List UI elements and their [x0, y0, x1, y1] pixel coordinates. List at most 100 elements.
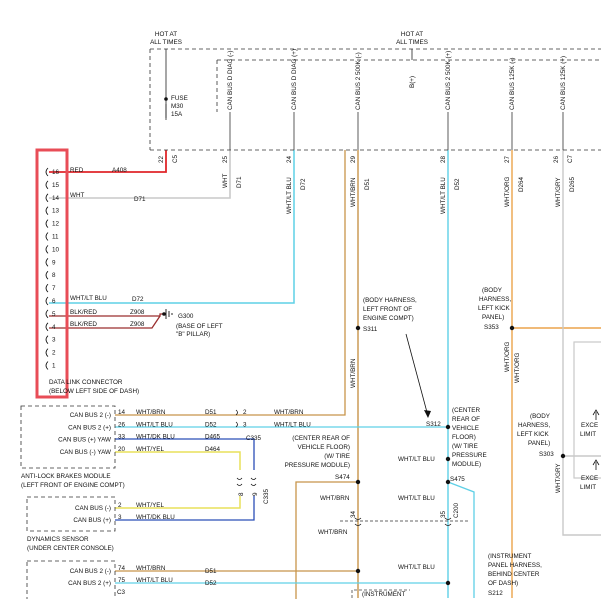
wire-wht-d71 — [49, 150, 231, 199]
s303-line1: (BODY — [530, 413, 551, 420]
dlc-d71: D71 — [134, 196, 146, 203]
ground-icon — [165, 309, 173, 319]
hot-left-line1: HOT AT — [155, 31, 177, 38]
cr-line4: FLOOR) — [452, 434, 476, 441]
dlc-pin-number: 15 — [52, 182, 60, 189]
vlabel-wht-lt-blu-b: WHT/LT BLU — [440, 177, 447, 214]
dlc-name-1: DATA LINK CONNECTOR — [49, 379, 123, 386]
top-label-diag-neg: CAN BUS D DIAG (-) — [227, 51, 234, 110]
abs-c335-side: C335 — [263, 488, 270, 504]
s475-dot — [445, 479, 451, 485]
abs-wire-d51 — [115, 150, 346, 416]
abs-row-label: CAN BUS (+) YAW — [58, 437, 111, 444]
cr-line1: (CENTER — [452, 407, 480, 414]
center-pin-34: 34 — [350, 510, 357, 518]
dlc-pin-number: 2 — [52, 350, 56, 357]
instrument-box-line — [351, 589, 410, 598]
s353-dot — [509, 325, 515, 331]
abs-row-color: WHT/BRN — [136, 409, 166, 416]
abs-name-1: ANTI-LOCK BRAKES MODULE — [21, 473, 111, 480]
dyn-row-color: WHT/YEL — [136, 502, 164, 509]
dyn-row-label: CAN BUS (-) — [75, 505, 111, 512]
abs-name-2: (LEFT FRONT OF ENGINE COMPT) — [21, 482, 125, 489]
abs-module-box — [20, 405, 116, 469]
bottom-row-circuit: D52 — [205, 580, 217, 587]
exce2-line1: EXCE — [581, 475, 598, 482]
vlabel-wht-org: WHT/ORG — [504, 176, 511, 207]
abs-wire-d464 — [115, 451, 241, 470]
dlc-pin-terminal — [45, 245, 49, 254]
dlc-pin-terminal — [45, 193, 49, 203]
abs-row-label: CAN BUS 2 (+) — [68, 424, 111, 431]
dlc-pin-number: 13 — [52, 208, 60, 215]
fuse-15a: 15A — [171, 111, 183, 118]
abs-row-circuit: D52 — [205, 421, 217, 428]
center-wht-lt-blu-1: WHT/LT BLU — [398, 456, 435, 463]
abs-row-pin: 26 — [118, 421, 126, 428]
bottom-row-label: CAN BUS 2 (-) — [70, 568, 111, 575]
abs-row-color: WHT/YEL — [136, 446, 164, 453]
dlc-pin-terminal — [45, 180, 49, 190]
top-pin-24: 24 — [286, 155, 293, 163]
center-wht-brn-2: WHT/BRN — [318, 529, 348, 536]
s311-dot — [355, 325, 361, 331]
vlabel-wht: WHT — [222, 174, 229, 188]
abs-row-label: CAN BUS (-) YAW — [60, 449, 111, 456]
s312-label: S312 — [426, 421, 441, 428]
ground-pillar: "B" PILLAR) — [176, 331, 210, 338]
ground-dot — [162, 312, 166, 316]
s353-label: S353 — [484, 324, 499, 331]
top-pin-c5: C5 — [172, 154, 179, 163]
s474-line4: PRESSURE MODULE) — [285, 462, 350, 469]
c335-connector — [235, 409, 257, 486]
dlc-blk-red-2: BLK/RED — [70, 321, 97, 328]
s212-label: S212 — [488, 590, 503, 597]
fuse-m30: M30 — [171, 103, 184, 110]
top-pin-c7: C7 — [567, 154, 574, 163]
dlc-pin-number: 3 — [52, 337, 56, 344]
s212-line2: PANEL HARNESS, — [488, 562, 542, 569]
c200-connector — [354, 517, 452, 526]
dyn-row-label: CAN BUS (+) — [73, 517, 111, 524]
wire-s474-branch — [295, 481, 358, 599]
vlabel-wht-org-2: WHT/ORG — [504, 341, 511, 372]
dlc-pin-terminal — [45, 361, 49, 370]
cr-line5: (W/ TIRE — [452, 443, 478, 450]
exce1-line2: LIMIT — [580, 431, 596, 438]
exce2-line2: LIMIT — [580, 484, 596, 491]
center-c200: C200 — [453, 502, 460, 518]
s474-line3: (W/ TIRE — [324, 453, 350, 460]
vlabel-d71: D71 — [236, 176, 243, 188]
abs-c335-top: C335 — [246, 435, 262, 442]
dlc-pin-number: 9 — [52, 259, 56, 266]
s312-arrow — [405, 333, 429, 417]
hot-right-line2: ALL TIMES — [396, 39, 428, 46]
dlc-pin-terminal — [45, 258, 49, 267]
ground-g300: G300 — [178, 313, 194, 320]
wire-wht-gry-d265 — [562, 150, 601, 536]
abs-row-circuit: D465 — [205, 434, 221, 441]
top-label-diag-pos: CAN BUS D DIAG (+) — [291, 49, 298, 110]
vlabel-d72: D72 — [300, 178, 307, 190]
s475-label: S475 — [450, 476, 465, 483]
hot-left-line2: ALL TIMES — [150, 39, 182, 46]
exce1-line1: EXCE — [581, 422, 598, 429]
fuse-dot — [164, 97, 168, 101]
dlc-pin-terminal — [45, 296, 49, 306]
dlc-pin-number: 4 — [52, 324, 56, 331]
abs-row-pin: 33 — [118, 434, 126, 441]
instrument-label: (INSTRUMENT — [362, 591, 406, 598]
dlc-pin-number: 14 — [52, 195, 60, 202]
top-label-500k-neg: CAN BUS 2 500K (-) — [355, 52, 362, 110]
bottom-wht-lt-blu: WHT/LT BLU — [398, 564, 435, 571]
vlabel-d265: D265 — [569, 176, 576, 192]
dlc-pin-number: 12 — [52, 221, 60, 228]
wire-gray-box — [573, 341, 601, 479]
top-column-leads — [229, 112, 564, 150]
abs-wire-d465 — [115, 438, 255, 470]
s212-dot — [445, 580, 451, 586]
hot-right-line1: HOT AT — [401, 31, 423, 38]
dyn-name-1: DYNAMICS SENSOR — [27, 536, 89, 543]
